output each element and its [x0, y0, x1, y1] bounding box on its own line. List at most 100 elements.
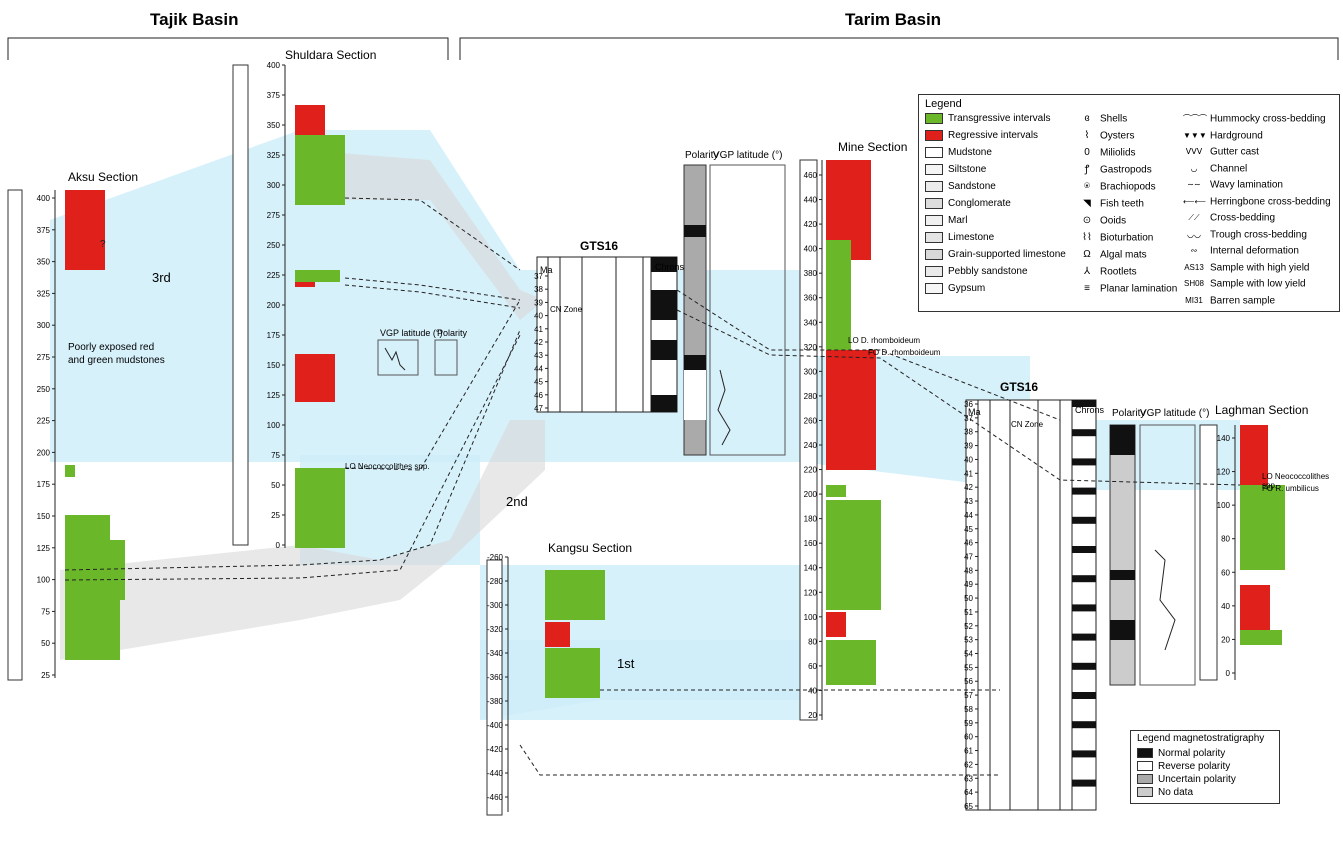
laghman-vgp-panel — [1139, 424, 1196, 686]
laghman-vgp-label: VGP latitude (°) — [1140, 408, 1210, 419]
mine-axis-tick-label: 280 — [804, 392, 818, 401]
gutter-cast-icon: ᐯᐯᐯ — [1185, 147, 1203, 156]
mine-axis-tick-label: 100 — [804, 613, 818, 622]
gts-right-ma-tick-label: 41 — [964, 469, 973, 478]
laghman-polarity-column — [1109, 424, 1136, 686]
shuldara-axis-tick-label: 200 — [267, 301, 281, 310]
gts-left-ma-tick-label: 44 — [534, 364, 543, 373]
laghman-green-2 — [1240, 630, 1282, 645]
transgression-band-1st — [480, 640, 800, 720]
mine-axis-tick-label: 220 — [804, 466, 818, 475]
legend-item-pebbly-sandstone: Pebbly sandstone — [925, 266, 1028, 278]
laghman-axis-tick-label: 120 — [1217, 468, 1231, 477]
laghman-axis-tick-label: 60 — [1221, 568, 1230, 577]
legend-item-herringbone-cross-bedding: ⟵⟵Herringbone cross-bedding — [1183, 196, 1331, 208]
laghman-section-title: Laghman Section — [1215, 403, 1309, 417]
mine-axis-tick-label: 140 — [804, 564, 818, 573]
mine-axis-tick-label: 200 — [804, 490, 818, 499]
aksu-question-mark: ? — [100, 239, 106, 250]
gts-right-normal-chron — [1072, 662, 1096, 670]
aksu-axis-tick-label: 175 — [37, 480, 51, 489]
shuldara-green-2 — [295, 270, 340, 282]
kangsu-axis-tick-label: -300 — [487, 601, 504, 610]
algal-mat-icon: Ω — [1083, 249, 1091, 260]
tarim-basin-title: Tarim Basin — [845, 10, 942, 29]
mine-vgp-label: VGP latitude (°) — [713, 150, 783, 161]
legend-item-cross-bedding: ⟋⟋Cross-bedding — [1183, 212, 1275, 224]
low-yield-icon: SH08 — [1183, 279, 1204, 288]
aksu-axis-tick-label: 325 — [37, 289, 51, 298]
gts-right-cn-zone-label: CN Zone — [1011, 420, 1044, 429]
tajik-basin-title: Tajik Basin — [150, 10, 239, 29]
mine-axis-tick-label: 380 — [804, 269, 818, 278]
barren-icon: MI31 — [1185, 295, 1203, 305]
gts-right-normal-chron — [1072, 633, 1096, 641]
gts-right-normal-chron — [1072, 458, 1096, 466]
kangsu-axis-tick-label: -320 — [487, 625, 504, 634]
aksu-green-2 — [65, 515, 110, 540]
legend-item-grain-supported-limestone: Grain-supported limestone — [925, 249, 1066, 261]
shuldara-axis-tick-label: 275 — [267, 211, 281, 220]
gts-right-ma-tick-label: 63 — [964, 774, 973, 783]
bioturbation-icon: ⌇⌇ — [1082, 232, 1092, 243]
gts-left-ma-tick-label: 41 — [534, 325, 543, 334]
shuldara-axis-tick-label: 300 — [267, 181, 281, 190]
gts-right-normal-chron — [1072, 516, 1096, 524]
grey-correlation-band — [60, 420, 545, 660]
mine-axis-tick-label: 460 — [804, 171, 818, 180]
shuldara-axis-tick-label: 75 — [271, 451, 280, 460]
legend-item-transgressive-intervals: Transgressive intervals — [925, 113, 1050, 125]
shuldara-axis-tick-label: 50 — [271, 481, 280, 490]
ooid-icon: ⊙ — [1082, 215, 1092, 226]
gts-left-ma-tick-label: 38 — [534, 285, 543, 294]
kangsu-formation-column — [486, 559, 503, 816]
aksu-axis-tick-label: 350 — [37, 258, 51, 267]
legend-item-gypsum: Gypsum — [925, 283, 985, 295]
gts-right-ma-tick-label: 47 — [964, 552, 973, 561]
gts16-right: 3637383940414243444546474849505152535455… — [964, 399, 1097, 811]
shuldara-section-title: Shuldara Section — [285, 48, 377, 62]
mine-magnetostrat — [683, 164, 786, 456]
mine-green-3 — [826, 640, 876, 685]
laghman-axis-tick-label: 40 — [1221, 602, 1230, 611]
kangsu-axis-tick-label: -460 — [487, 793, 504, 802]
legend-item-planar-lamination: ≡Planar lamination — [1079, 283, 1177, 295]
laghman-axis-tick-label: 80 — [1221, 535, 1230, 544]
fish-tooth-icon: ◥ — [1083, 198, 1091, 209]
gts-left-ma-tick-label: 37 — [534, 272, 543, 281]
legend-item-marl: Marl — [925, 215, 967, 227]
shuldara-green-3 — [295, 468, 345, 548]
kangsu-axis-tick-label: -420 — [487, 745, 504, 754]
trough-icon: ◡◡ — [1187, 229, 1201, 239]
shuldara-axis-tick-label: 125 — [267, 391, 281, 400]
oyster-icon: ⌇ — [1084, 130, 1090, 141]
miliolid-icon: 0 — [1084, 147, 1090, 158]
gts-right-ma-tick-label: 42 — [964, 483, 973, 492]
aksu-axis-tick-label: 300 — [37, 321, 51, 330]
kangsu-axis-tick-label: -340 — [487, 649, 504, 658]
gts-left-ma-tick-label: 42 — [534, 338, 543, 347]
aksu-axis-tick-label: 275 — [37, 353, 51, 362]
aksu-axis-tick-label: 50 — [41, 639, 50, 648]
legend-item-siltstone: Siltstone — [925, 164, 986, 176]
legend-item-ooids: ⊙Ooids — [1079, 215, 1126, 227]
magnetostratigraphy-legend: Legend magnetostratigraphy Normal polari… — [1130, 730, 1280, 804]
aksu-axis-tick-label: 225 — [37, 417, 51, 426]
kangsu-axis-tick-label: -440 — [487, 769, 504, 778]
aksu-note-1: Poorly exposed red — [68, 342, 155, 353]
shuldara-axis-tick-label: 150 — [267, 361, 281, 370]
gts-right-ma-tick-label: 40 — [964, 455, 973, 464]
gts-left-ma-tick-label: 39 — [534, 298, 543, 307]
shell-icon: ɞ — [1084, 113, 1090, 124]
laghman-fo-rumb: FO R. umbilicus — [1262, 484, 1319, 493]
legend-item-conglomerate: Conglomerate — [925, 198, 1011, 210]
gts-right-ma-tick-label: 60 — [964, 733, 973, 742]
gts16-right-title: GTS16 — [1000, 380, 1039, 394]
